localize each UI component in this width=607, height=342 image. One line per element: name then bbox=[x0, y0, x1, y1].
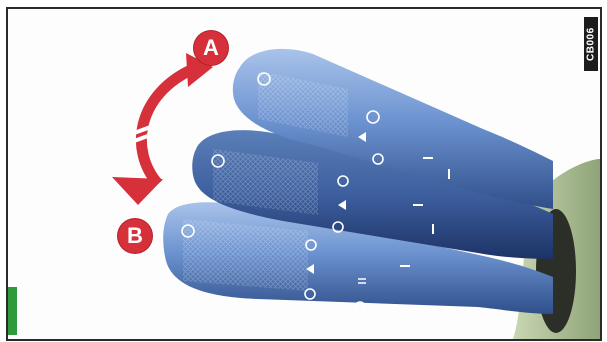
figure-code-tag: CB006 bbox=[584, 17, 598, 71]
section-color-tab bbox=[8, 287, 17, 335]
figure-frame: A B CB006 bbox=[6, 7, 602, 341]
lever-illustration bbox=[8, 9, 600, 339]
position-b-badge: B bbox=[118, 219, 152, 253]
position-a-badge: A bbox=[194, 31, 228, 65]
